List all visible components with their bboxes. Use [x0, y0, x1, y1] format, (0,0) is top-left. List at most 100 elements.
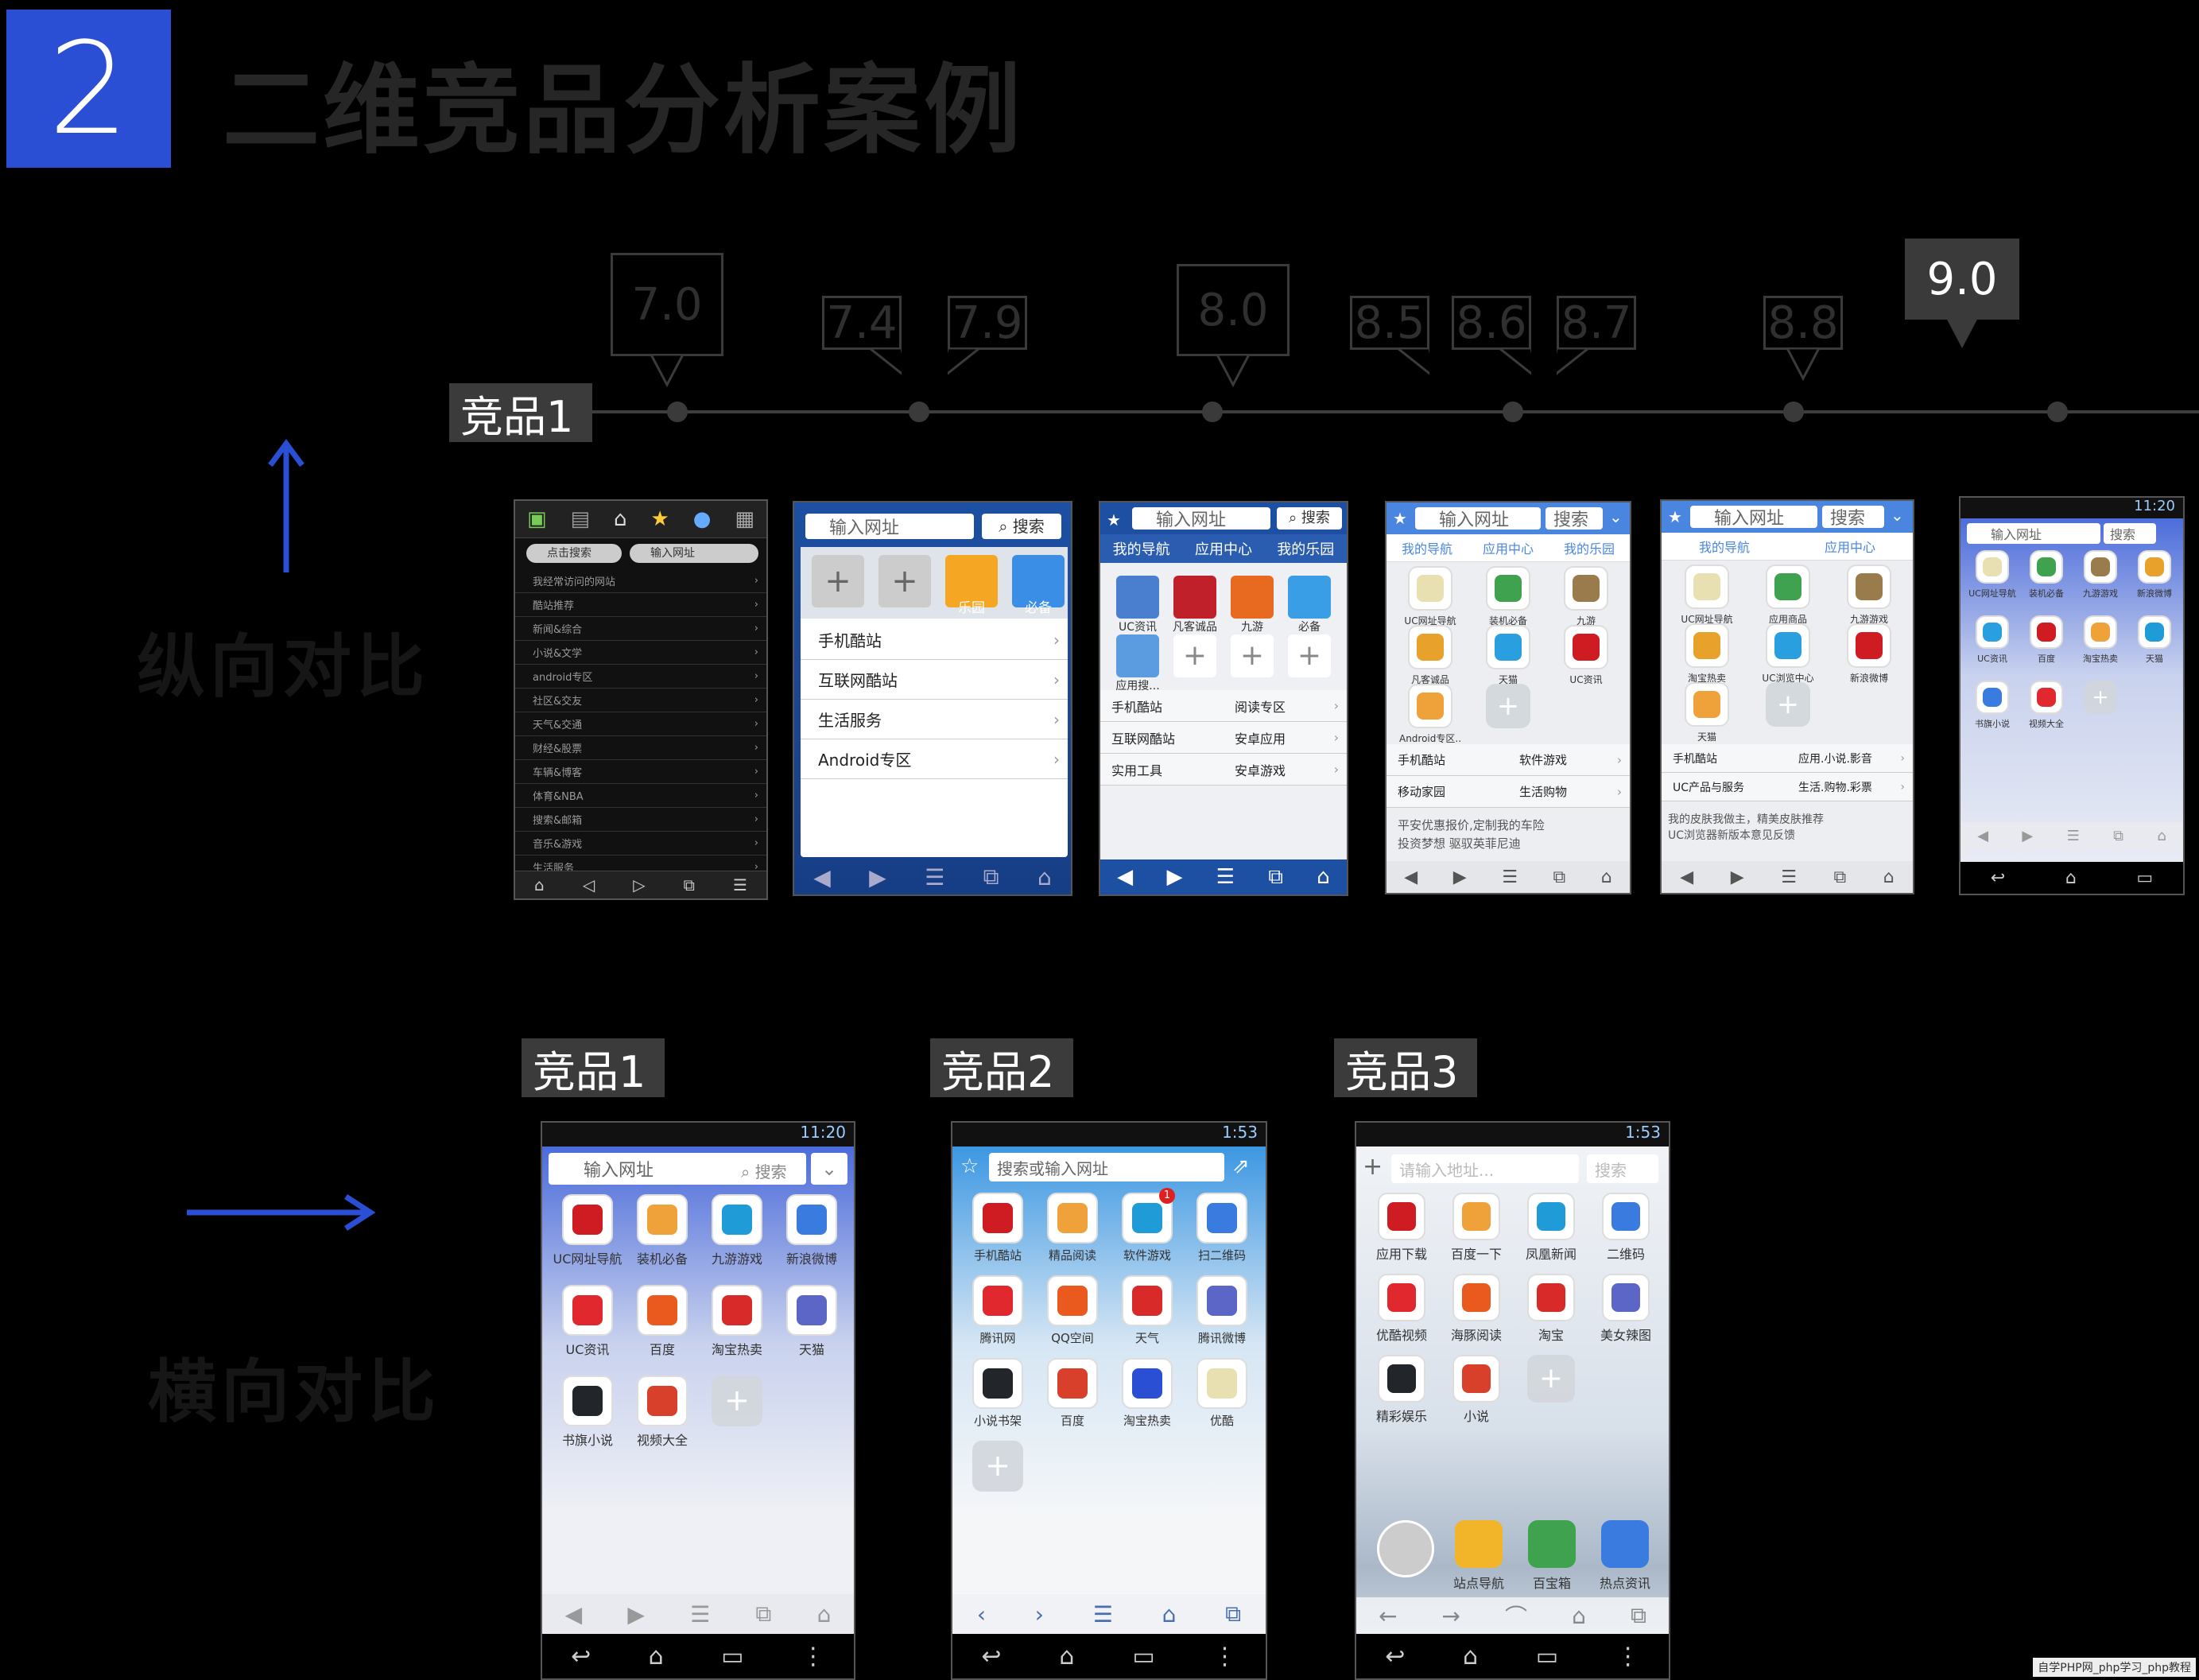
v70-search-pill: 点击搜索 [526, 544, 622, 563]
status-time: 11:20 [800, 1123, 846, 1142]
app-tile-icon[interactable] [1766, 623, 1810, 668]
chevron-right-icon: › [754, 646, 758, 658]
app-tile-icon[interactable] [1047, 1193, 1098, 1244]
star-outline-icon: ☆ [960, 1154, 979, 1178]
app-tile-icon[interactable] [1196, 1193, 1247, 1244]
menu-icon: ☰ [1216, 865, 1235, 889]
windows-icon: ⧉ [683, 875, 695, 894]
back-icon: ◀ [1680, 867, 1694, 887]
app-tile-icon[interactable] [1122, 1275, 1173, 1326]
app-tile-icon[interactable] [1408, 566, 1452, 611]
app-tile-icon[interactable] [1976, 550, 2009, 584]
chevron-right-icon: › [1053, 749, 1060, 769]
app-tile-icon[interactable] [1602, 1193, 1650, 1240]
app-tile-icon[interactable] [2138, 550, 2171, 584]
app-tile-icon[interactable] [1196, 1358, 1247, 1409]
app-tile-icon[interactable] [712, 1285, 762, 1336]
app-tile-icon[interactable] [1685, 623, 1729, 668]
app-tile-icon[interactable] [1452, 1355, 1500, 1403]
recents-icon: ▭ [1535, 1642, 1559, 1670]
app-tile-icon[interactable] [1685, 682, 1729, 727]
app-tile-label: 装机必备 [636, 1251, 688, 1267]
app-tile-icon[interactable] [1047, 1358, 1098, 1409]
list-item-label: 生活购物 [1519, 785, 1568, 799]
app-tile-icon[interactable] [2030, 615, 2063, 649]
app-tile-icon[interactable] [562, 1194, 613, 1245]
app-tile-icon[interactable] [1766, 565, 1810, 609]
app-tile-label: 扫二维码 [1197, 1248, 1246, 1263]
app-tile-icon[interactable] [562, 1285, 613, 1336]
app-tile-icon[interactable] [2138, 615, 2171, 649]
v90-url-input: 输入网址 [1967, 523, 2100, 544]
add-tile-icon[interactable]: + [1486, 684, 1530, 728]
app-tile-icon[interactable] [1378, 1274, 1425, 1321]
app-tile-icon[interactable] [1408, 625, 1452, 669]
add-tile-icon[interactable]: + [2084, 681, 2117, 714]
list-item: 手机酷站阅读专区› [1100, 690, 1347, 722]
dock-icon[interactable] [1601, 1520, 1649, 1568]
app-tile-icon[interactable] [2084, 615, 2117, 649]
status-bar: 11:20 [542, 1123, 854, 1147]
app-tile-icon[interactable] [562, 1375, 613, 1426]
app-tile-label: 优酷视频 [1375, 1328, 1427, 1343]
app-tile-icon[interactable] [786, 1194, 837, 1245]
app-tile-icon[interactable] [1527, 1274, 1575, 1321]
app-tile-icon[interactable] [1564, 566, 1608, 611]
p1-search-text: 搜索 [754, 1162, 787, 1181]
app-tile-icon[interactable] [2030, 550, 2063, 584]
tile-label: 必备 [1298, 621, 1321, 634]
app-tile-icon[interactable] [1408, 684, 1452, 728]
dock-icon[interactable] [1455, 1520, 1503, 1568]
app-tile-icon[interactable] [1847, 565, 1891, 609]
chevron-right-icon: › [754, 623, 758, 634]
status-time: 1:53 [1222, 1123, 1258, 1142]
app-tile-icon[interactable] [1685, 565, 1729, 609]
dock-label: 百宝箱 [1532, 1576, 1571, 1591]
app-tile-icon[interactable] [1486, 625, 1530, 669]
app-tile-icon[interactable] [1196, 1275, 1247, 1326]
app-tile-label: UC资讯 [1569, 674, 1603, 685]
app-tile-icon[interactable] [1452, 1274, 1500, 1321]
windows-icon: ⧉ [1553, 867, 1566, 887]
add-tile-icon[interactable]: + [1527, 1355, 1575, 1403]
add-tile-icon[interactable]: + [972, 1441, 1023, 1492]
app-tile-icon[interactable] [786, 1285, 837, 1336]
list-item: 搜索&邮箱› [515, 808, 766, 832]
app-tile-icon[interactable] [1486, 566, 1530, 611]
app-tile-label: 应用下载 [1375, 1247, 1427, 1262]
list-item-label: 安卓应用 [1235, 731, 1286, 747]
app-tile-icon[interactable] [637, 1375, 688, 1426]
add-tile-icon[interactable]: + [712, 1375, 762, 1426]
app-tile-icon[interactable] [972, 1358, 1023, 1409]
vertical-comparison-label: 纵向对比 [137, 627, 429, 707]
app-tile-icon[interactable] [1527, 1193, 1575, 1240]
app-tile-icon[interactable] [1602, 1274, 1650, 1321]
overflow-icon: ⋮ [1615, 1642, 1640, 1670]
app-tile-icon[interactable] [1452, 1193, 1500, 1240]
add-tile-icon[interactable]: + [1766, 682, 1810, 727]
app-tile-icon[interactable] [1378, 1355, 1425, 1403]
app-tile-icon[interactable] [1047, 1275, 1098, 1326]
app-tile-icon[interactable] [1976, 681, 2009, 714]
app-tile-icon[interactable] [2084, 550, 2117, 584]
app-tile-icon[interactable] [1564, 625, 1608, 669]
app-tile-icon[interactable] [972, 1275, 1023, 1326]
v80-search-button: ⌕ 搜索 [1277, 507, 1342, 530]
app-tile-icon[interactable] [1378, 1193, 1425, 1240]
version-callout-7-4: 7.4 [822, 296, 902, 350]
app-tile-icon[interactable] [1122, 1358, 1173, 1409]
app-tile-icon[interactable] [1976, 615, 2009, 649]
app-tile-icon[interactable] [712, 1194, 762, 1245]
add-tile-icon: + [878, 555, 931, 607]
app-tile-label: 百度 [649, 1342, 675, 1357]
app-tile-icon[interactable] [637, 1194, 688, 1245]
back-icon: ◁ [582, 875, 595, 894]
list-item-label: UC产品与服务 [1673, 781, 1745, 794]
app-tile-icon[interactable] [972, 1193, 1023, 1244]
app-tile-icon[interactable] [1847, 623, 1891, 668]
dock-icon[interactable] [1528, 1520, 1576, 1568]
app-tile-icon[interactable] [637, 1285, 688, 1336]
app-tile-icon[interactable] [2030, 681, 2063, 714]
